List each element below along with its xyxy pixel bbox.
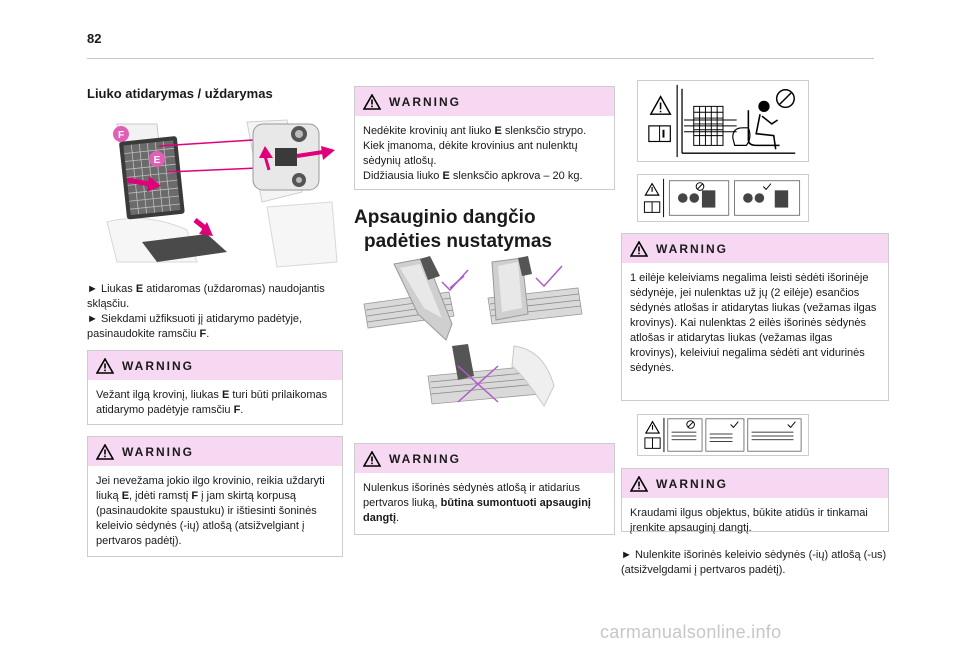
warning-text: Kraudami ilgus objektus, būkite atidūs i… bbox=[630, 507, 868, 534]
warning-triangle-icon bbox=[630, 240, 648, 257]
warning-triangle-icon bbox=[649, 95, 672, 115]
warning-title: WARNING bbox=[389, 94, 461, 109]
watermark: carmanualsonline.info bbox=[600, 622, 782, 642]
warning-title: WARNING bbox=[656, 476, 728, 491]
warning-title: WARNING bbox=[389, 451, 461, 466]
warning-box-long-load: WARNING Vežant ilgą krovinį, liukas E tu… bbox=[87, 350, 343, 425]
warning-triangle-icon bbox=[363, 93, 381, 110]
warning-header: WARNING bbox=[622, 234, 888, 263]
warning-title: WARNING bbox=[656, 241, 728, 256]
cover-illustration bbox=[354, 254, 616, 420]
label-e: E bbox=[154, 155, 161, 166]
warning-header: WARNING bbox=[88, 351, 342, 380]
list-item: ► Liukas E atidaromas (uždaromas) naudoj… bbox=[87, 283, 325, 310]
warning-triangle-icon bbox=[363, 450, 381, 467]
warning-triangle-icon bbox=[644, 420, 661, 434]
section-heading-cover: Apsauginio dangčio padėties nustatymas bbox=[354, 207, 552, 252]
manual-book-icon bbox=[648, 125, 671, 143]
warning-box-long-objects: WARNING Kraudami ilgus objektus, būkite … bbox=[621, 468, 889, 534]
warning-header: WARNING bbox=[622, 469, 888, 498]
warning-box-hatch-load: WARNING Nedėkite krovinių ant liuko E sl… bbox=[354, 86, 615, 190]
warning-text: Nedėkite krovinių ant liuko E slenksčio … bbox=[363, 125, 587, 182]
warning-header: WARNING bbox=[355, 87, 614, 116]
warning-header: WARNING bbox=[355, 444, 614, 473]
hatch-illustration: F E bbox=[87, 112, 341, 272]
warning-text: 1 eilėje keleiviams negalima leisti sėdė… bbox=[630, 272, 877, 374]
warning-triangle-icon bbox=[96, 357, 114, 374]
pictogram-loading bbox=[637, 414, 809, 456]
list-item: ► Siekdami užfiksuoti jį atidarymo padėt… bbox=[87, 313, 303, 340]
pictogram-no-sitting bbox=[637, 80, 809, 162]
prohibited-icon bbox=[775, 89, 795, 109]
seated-person-icon bbox=[747, 100, 780, 150]
page-number: 82 bbox=[87, 31, 102, 46]
hatch-instructions: ► Liukas E atidaromas (uždaromas) naudoj… bbox=[87, 282, 343, 342]
warning-box-passengers: WARNING 1 eilėje keleiviams negalima lei… bbox=[621, 233, 889, 401]
warning-title: WARNING bbox=[122, 444, 194, 459]
warning-triangle-icon bbox=[96, 443, 114, 460]
manual-book-icon bbox=[644, 437, 661, 449]
pictogram-seat-rows bbox=[637, 174, 809, 222]
section-heading-hatch: Liuko atidarymas / uždarymas bbox=[87, 86, 273, 101]
warning-triangle-icon bbox=[644, 182, 660, 196]
warning-triangle-icon bbox=[630, 475, 648, 492]
warning-text: Jei nevežama jokio ilgo krovinio, reikia… bbox=[96, 475, 325, 547]
warning-box-no-load: WARNING Jei nevežama jokio ilgo krovinio… bbox=[87, 436, 343, 557]
warning-text: Vežant ilgą krovinį, liukas E turi būti … bbox=[96, 389, 328, 416]
header-rule bbox=[87, 58, 874, 59]
warning-box-cover-required: WARNING Nulenkus išorinės sėdynės atlošą… bbox=[354, 443, 615, 535]
warning-title: WARNING bbox=[122, 358, 194, 373]
fold-instruction: ► Nulenkite išorinės keleivio sėdynės (-… bbox=[621, 549, 887, 576]
warning-text: Nulenkus išorinės sėdynės atlošą ir atid… bbox=[363, 482, 591, 524]
manual-book-icon bbox=[643, 201, 661, 213]
warning-header: WARNING bbox=[88, 437, 342, 466]
label-f: F bbox=[118, 130, 124, 141]
